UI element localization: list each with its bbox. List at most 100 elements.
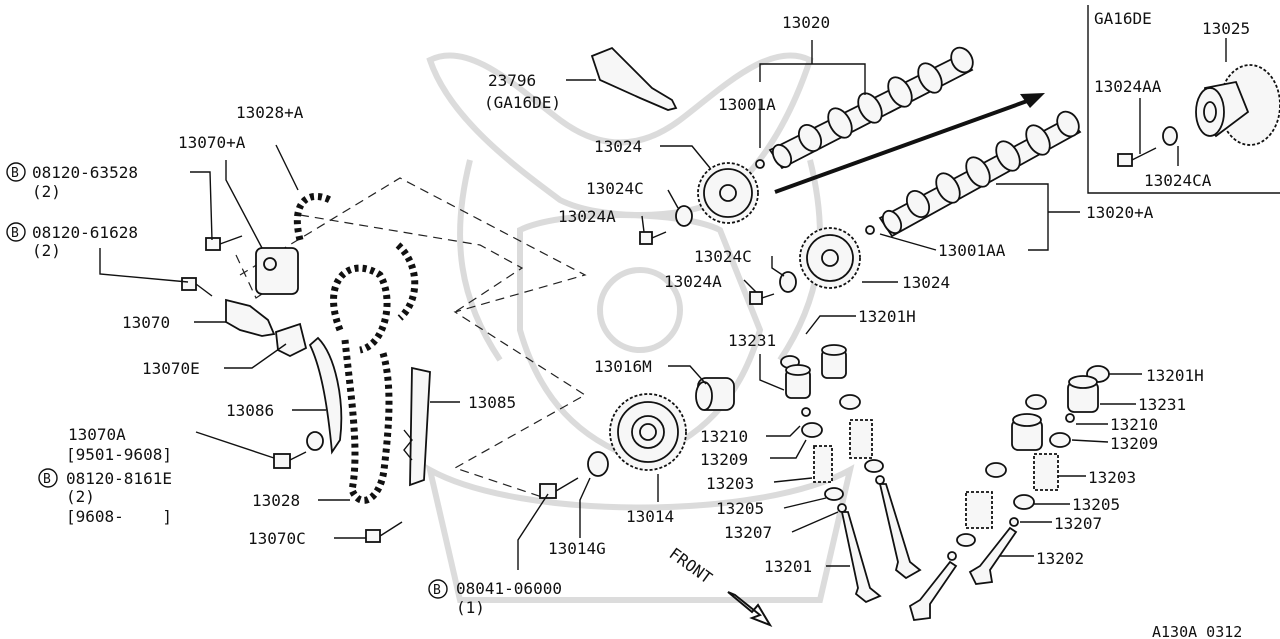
bolt-marker-3: B [38, 468, 58, 488]
label-13203-left: 13203 [706, 474, 754, 493]
idler-sprocket [609, 393, 687, 471]
intake-valve-train [780, 344, 922, 604]
right-cam-sprocket [799, 227, 861, 289]
svg-text:B: B [433, 583, 441, 598]
label-13201: 13201 [764, 557, 812, 576]
label-08120-61628-qty: (2) [32, 241, 61, 260]
label-13085: 13085 [468, 393, 516, 412]
label-13024a-left: 13024A [558, 207, 616, 226]
cam-sensor [590, 46, 678, 111]
watermark-emblem [425, 52, 855, 603]
label-13086: 13086 [226, 401, 274, 420]
label-13070a-range: [9501-9608] [66, 445, 172, 464]
label-13209-left: 13209 [700, 450, 748, 469]
inset-ga16de [1087, 5, 1280, 194]
label-08120-63528: 08120-63528 [32, 163, 138, 182]
chain-tensioner [255, 247, 299, 295]
label-13024-left: 13024 [594, 137, 642, 156]
bolt-08120-61628 [181, 277, 213, 297]
label-13205-right: 13205 [1072, 495, 1120, 514]
intake-camshaft [755, 46, 974, 170]
label-13024ca: 13024CA [1144, 171, 1212, 190]
bolt-marker-1: B [6, 162, 26, 182]
washer-13024c-left [675, 205, 693, 227]
bolt-13024a-left [639, 231, 667, 245]
label-13016m: 13016M [594, 357, 652, 376]
label-13070a: 13070A [68, 425, 126, 444]
idler-bolt [539, 477, 579, 499]
label-13231-right: 13231 [1138, 395, 1186, 414]
label-13070c: 13070C [248, 529, 306, 548]
label-13001aa: 13001AA [938, 241, 1006, 260]
label-13028: 13028 [252, 491, 300, 510]
label-13024c-left: 13024C [586, 179, 644, 198]
front-arrow [727, 591, 773, 627]
label-08120-61628: 08120-61628 [32, 223, 138, 242]
bolt-08120-63528 [205, 235, 243, 251]
exhaust-camshaft [865, 110, 1082, 238]
label-13014: 13014 [626, 507, 674, 526]
left-cam-sprocket [697, 162, 759, 224]
upper-timing-chain [293, 192, 419, 354]
vtc-sprocket [1195, 64, 1280, 146]
tensioner-plunger [225, 298, 276, 337]
label-13207-right: 13207 [1054, 514, 1102, 533]
label-23796: 23796 [488, 71, 536, 90]
exhaust-valve-train [908, 365, 1110, 621]
bolt-13070a [273, 451, 307, 469]
chain-guide-13085 [403, 366, 431, 487]
bolt-13070c [365, 521, 403, 543]
label-13201h-right: 13201H [1146, 366, 1204, 385]
label-13070-plus-a: 13070+A [178, 133, 246, 152]
label-13014g: 13014G [548, 539, 606, 558]
label-08041-06000-qty: (1) [456, 598, 485, 617]
label-08041-06000: 08041-06000 [456, 579, 562, 598]
tensioner-gasket [275, 322, 308, 358]
label-13024aa: 13024AA [1094, 77, 1162, 96]
bolt-marker-2: B [6, 222, 26, 242]
tensioner-outline [235, 254, 269, 299]
label-13207-left: 13207 [724, 523, 772, 542]
lower-timing-chain [341, 339, 393, 504]
label-13024a-right: 13024A [664, 272, 722, 291]
idler-shaft [695, 377, 735, 411]
label-13203-right: 13203 [1088, 468, 1136, 487]
inset-title: GA16DE [1094, 9, 1152, 28]
leader-lines [99, 38, 1227, 570]
washer-13024c-right [779, 271, 797, 293]
label-08120-8161e-range: [9608- ] [66, 507, 172, 526]
chain-guide-13086 [308, 336, 343, 455]
label-13202: 13202 [1036, 549, 1084, 568]
washer-13024ca [1162, 126, 1178, 146]
sprocket-washer [587, 451, 609, 477]
label-13020: 13020 [782, 13, 830, 32]
assembly-outline-inner [299, 214, 524, 313]
bolt-marker-4: B [428, 579, 448, 599]
label-13205-left: 13205 [716, 499, 764, 518]
label-13025: 13025 [1202, 19, 1250, 38]
label-23796-sub: (GA16DE) [484, 93, 561, 112]
label-13020-plus-a: 13020+A [1086, 203, 1154, 222]
label-13201h-top: 13201H [858, 307, 916, 326]
label-13070e: 13070E [142, 359, 200, 378]
label-08120-63528-qty: (2) [32, 182, 61, 201]
diagram-code: A130A 0312 [1152, 623, 1242, 639]
label-13001a: 13001A [718, 95, 776, 114]
label-13231-left: 13231 [728, 331, 776, 350]
label-13070: 13070 [122, 313, 170, 332]
direction-arrow [774, 93, 1045, 194]
svg-text:B: B [43, 472, 51, 487]
label-13210-left: 13210 [700, 427, 748, 446]
label-13028-plus-a: 13028+A [236, 103, 304, 122]
label-13209-right: 13209 [1110, 434, 1158, 453]
label-08120-8161e: 08120-8161E [66, 469, 172, 488]
svg-text:B: B [11, 226, 19, 241]
label-front: FRONT [666, 544, 716, 588]
bolt-13024aa [1117, 147, 1157, 167]
guide-pivot [306, 431, 324, 451]
label-13024-right: 13024 [902, 273, 950, 292]
svg-text:B: B [11, 166, 19, 181]
label-08120-8161e-qty: (2) [66, 487, 95, 506]
bolt-13024a-right [749, 291, 775, 305]
label-13024c-right: 13024C [694, 247, 752, 266]
